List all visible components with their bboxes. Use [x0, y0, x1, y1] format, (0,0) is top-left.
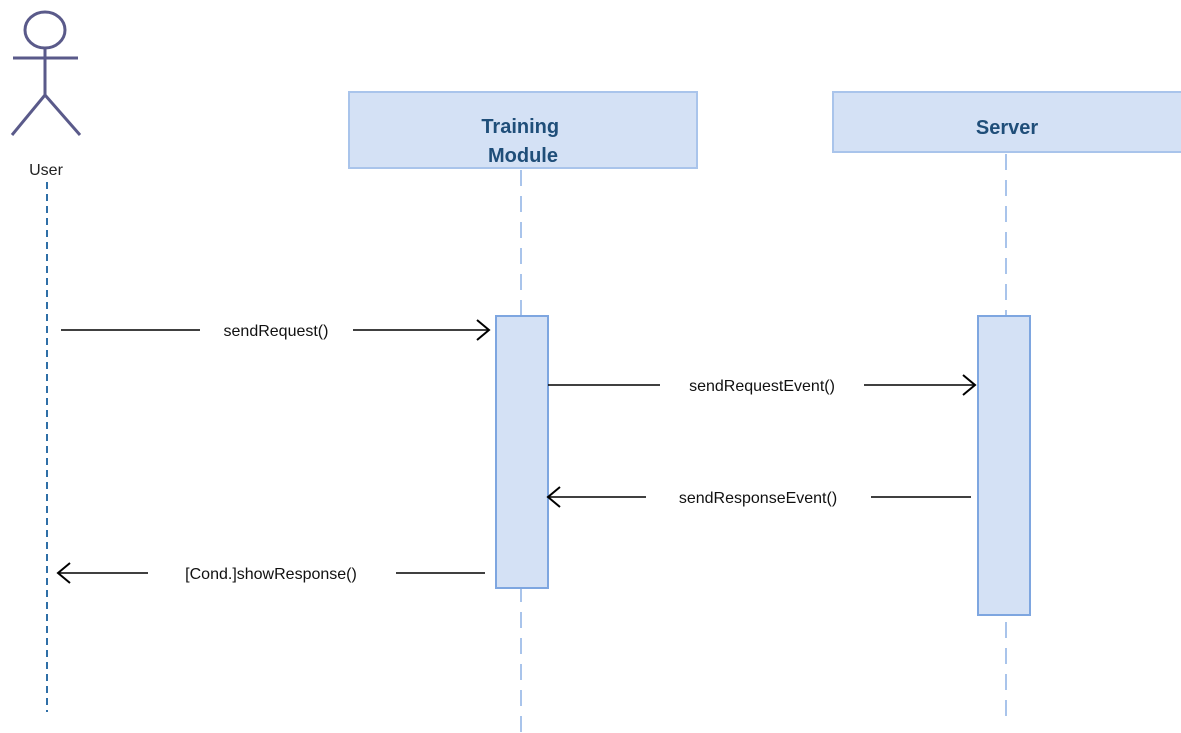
message-label: [Cond.]showResponse() [185, 566, 357, 583]
message-label: sendRequest() [224, 323, 329, 340]
actor-user-label: User [29, 162, 63, 179]
message-label: sendResponseEvent() [679, 490, 837, 507]
message-send-request[interactable]: sendRequest() [61, 319, 491, 341]
message-label: sendRequestEvent() [689, 378, 835, 395]
arrow-head-icon [962, 374, 977, 396]
participant-label-line: Module [488, 145, 558, 167]
participant-server[interactable]: Server [832, 91, 1181, 153]
participant-box [832, 91, 1181, 153]
activation-bar-training-module [495, 315, 549, 589]
stick-figure-icon [10, 10, 82, 136]
participant-label-line: Training [481, 116, 559, 138]
participant-training-module[interactable]: Training Module [348, 91, 698, 169]
arrow-head-icon [476, 319, 491, 341]
participant-box [348, 91, 698, 169]
participant-label: Server [976, 117, 1038, 139]
message-send-response-event[interactable]: sendResponseEvent() [546, 486, 971, 508]
arrow-head-icon [56, 562, 71, 584]
participant-label: Training Module [481, 116, 564, 167]
arrow-head-icon [546, 486, 561, 508]
message-send-request-event[interactable]: sendRequestEvent() [548, 374, 977, 396]
message-show-response[interactable]: [Cond.]showResponse() [56, 562, 485, 584]
activation-bar-server [977, 315, 1031, 616]
actor-user[interactable]: User [10, 10, 82, 179]
